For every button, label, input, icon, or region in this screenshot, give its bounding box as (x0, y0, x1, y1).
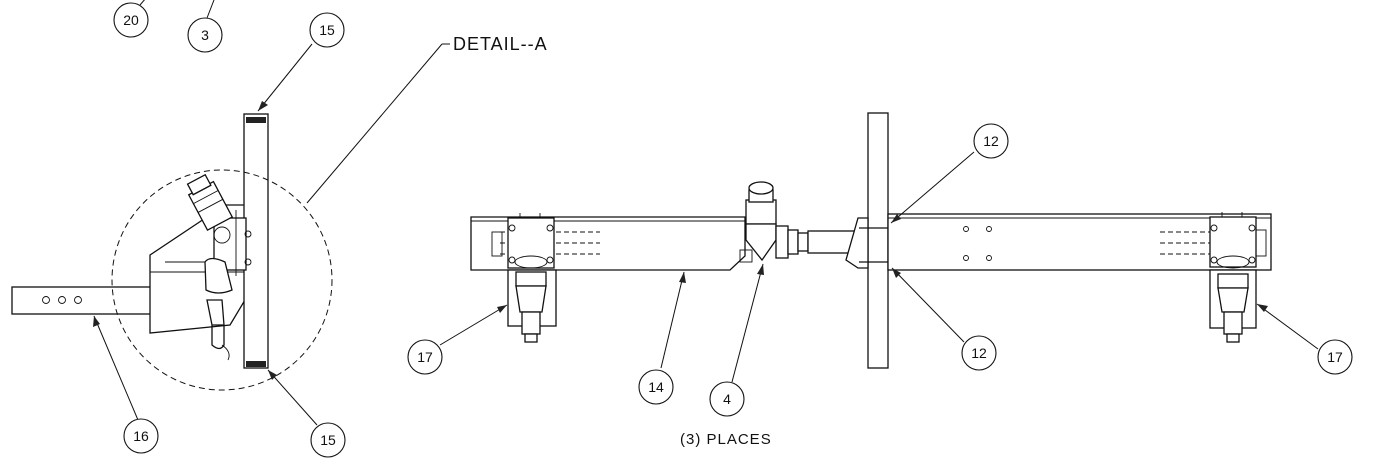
balloon-17-right: 17 (1317, 339, 1353, 375)
hitch-hole (42, 296, 50, 304)
right-clamp-bracket (1209, 216, 1257, 268)
balloon-3-label: 3 (201, 27, 209, 43)
detail-label: DETAIL--A (453, 34, 548, 54)
balloon-12-bottom-label: 12 (971, 345, 987, 361)
right-assembly (887, 212, 1272, 343)
tee-valve (745, 199, 777, 225)
balloon-12-top-label: 12 (983, 133, 999, 149)
center-assembly (470, 181, 859, 343)
balloon-16-label: 16 (133, 428, 149, 444)
balloon-3: 3 (187, 17, 223, 53)
balloon-15-top: 15 (309, 12, 345, 48)
balloon-16: 16 (123, 418, 159, 454)
vertical-beam (243, 113, 269, 369)
hitch-hole (74, 296, 82, 304)
hitch-bar (11, 286, 171, 315)
balloon-20-label: 20 (123, 12, 139, 28)
beam-hatch-top (246, 117, 266, 123)
leader-lines (93, 0, 1319, 426)
right-tube (887, 213, 1272, 271)
balloon-15-top-label: 15 (319, 22, 335, 38)
balloon-20: 20 (113, 2, 149, 38)
balloon-4: 4 (709, 381, 745, 417)
hitch-hole (58, 296, 66, 304)
balloon-12-bottom: 12 (961, 335, 997, 371)
valve-body (186, 173, 234, 231)
balloon-15-bottom-label: 15 (320, 432, 336, 448)
beam-hatch-bottom (246, 361, 266, 367)
balloon-17-left: 17 (407, 339, 443, 375)
balloon-14-label: 14 (648, 379, 664, 395)
balloon-4-label: 4 (723, 391, 731, 407)
detail-circle (111, 169, 333, 391)
balloon-15-bottom: 15 (310, 422, 346, 458)
places-note: (3) PLACES (680, 431, 772, 448)
balloon-12-top: 12 (973, 123, 1009, 159)
balloon-14: 14 (638, 369, 674, 405)
balloon-17-left-label: 17 (417, 349, 433, 365)
balloon-17-right-label: 17 (1327, 349, 1343, 365)
left-assembly (11, 113, 333, 391)
